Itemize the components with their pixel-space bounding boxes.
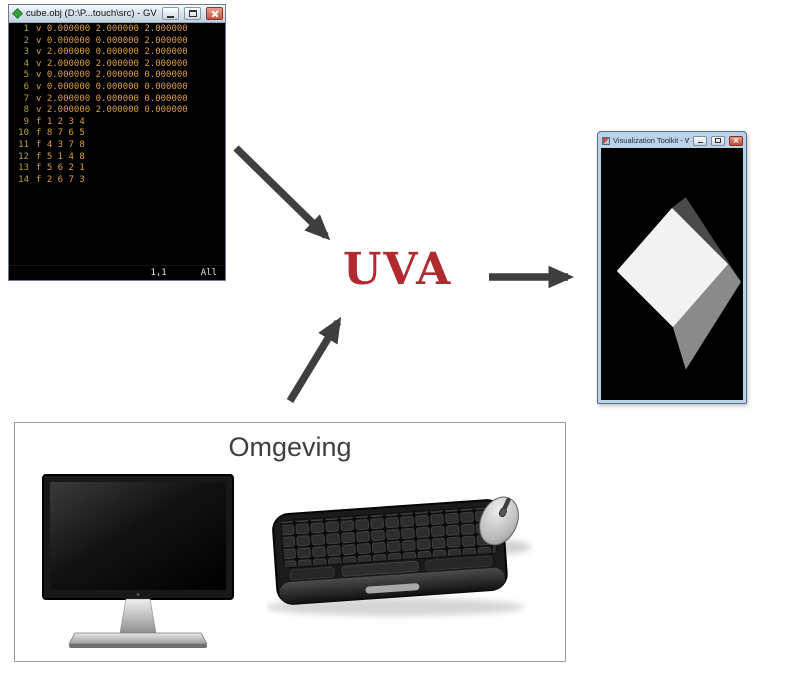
gvim-maximize-button[interactable] <box>184 7 201 20</box>
close-icon <box>211 10 219 18</box>
vim-line: 13 f 5 6 2 1 <box>9 163 225 175</box>
vim-line: 9 f 1 2 3 4 <box>9 117 225 129</box>
minimize-icon <box>697 141 703 144</box>
rendered-cube <box>616 197 742 370</box>
gvim-minimize-button[interactable] <box>162 7 179 20</box>
wrist-rest-accent <box>365 583 420 594</box>
vim-line: 6 v 0.000000 0.000000 0.000000 <box>9 82 225 94</box>
vim-line: 7 v 2.000000 0.000000 0.000000 <box>9 94 225 106</box>
scroll-indicator: All <box>200 268 217 278</box>
line-number: 14 <box>18 174 29 185</box>
maximize-icon <box>715 138 721 143</box>
gvim-window: cube.obj (D:\P...touch\src) - GVIM 1 v 0.… <box>8 4 226 281</box>
monitor-logo-dot <box>136 592 140 597</box>
vim-line: 8 v 2.000000 2.000000 0.000000 <box>9 105 225 117</box>
line-number: 13 <box>18 163 29 174</box>
line-number: 8 <box>23 105 29 116</box>
line-number: 2 <box>23 35 29 46</box>
line-number: 10 <box>18 128 29 139</box>
line-number: 6 <box>23 81 29 92</box>
line-number: 3 <box>23 47 29 58</box>
spacebar <box>341 560 419 577</box>
vim-line: 1 v 0.000000 2.000000 2.000000 <box>9 24 225 36</box>
vtk-titlebar[interactable]: Visualization Toolkit - Win32Open... <box>601 134 743 148</box>
vim-line: 11 f 4 3 7 8 <box>9 140 225 152</box>
keyboard-mouse-image <box>267 496 531 616</box>
line-text: f 4 3 7 8 <box>36 139 85 150</box>
keyboard-shadow <box>267 598 525 616</box>
gvim-window-title: cube.obj (D:\P...touch\src) - GVIM <box>26 8 157 19</box>
line-number: 7 <box>23 93 29 104</box>
vtk-icon <box>602 136 610 145</box>
line-number: 1 <box>23 24 29 34</box>
line-number: 4 <box>23 58 29 69</box>
maximize-icon <box>188 10 197 17</box>
environment-box: Omgeving <box>14 422 566 662</box>
line-text: v 2.000000 2.000000 2.000000 <box>36 58 188 69</box>
vim-line: 2 v 0.000000 0.000000 2.000000 <box>9 36 225 48</box>
line-text: f 1 2 3 4 <box>36 116 85 127</box>
line-text: f 5 1 4 8 <box>36 151 85 162</box>
line-text: f 5 6 2 1 <box>36 163 85 174</box>
minimize-icon <box>167 15 174 18</box>
vim-line: 4 v 2.000000 2.000000 2.000000 <box>9 59 225 71</box>
vim-line: 10 f 8 7 6 5 <box>9 128 225 140</box>
keyboard <box>272 499 508 605</box>
line-text: v 2.000000 0.000000 2.000000 <box>36 47 188 58</box>
vtk-window-title: Visualization Toolkit - Win32Open... <box>613 136 689 145</box>
uva-label: UVA <box>343 244 453 295</box>
vim-line: 14 f 2 6 7 3 <box>9 175 225 187</box>
vtk-minimize-button[interactable] <box>693 135 707 146</box>
gvim-buffer[interactable]: 1 v 0.000000 2.000000 2.000000 2 v 0.000000… <box>9 23 225 265</box>
line-number: 9 <box>23 116 29 127</box>
vim-icon <box>12 8 23 19</box>
line-text: v 2.000000 0.000000 0.000000 <box>36 93 188 104</box>
arrow-objfile-to-uva <box>233 145 331 241</box>
line-text: f 8 7 6 5 <box>36 128 85 139</box>
monitor-stand-base <box>68 632 208 645</box>
monitor-screen <box>50 482 226 590</box>
line-number: 11 <box>18 139 29 150</box>
line-text: f 2 6 7 3 <box>36 174 85 185</box>
line-number: 5 <box>23 70 29 81</box>
vtk-close-button[interactable] <box>729 135 743 146</box>
arrow-environment-to-uva <box>286 316 342 403</box>
vtk-window: Visualization Toolkit - Win32Open... <box>597 131 747 404</box>
cube-top-face <box>672 197 742 282</box>
vim-line: 12 f 5 1 4 8 <box>9 152 225 164</box>
close-icon <box>733 138 739 144</box>
line-text: v 2.000000 2.000000 0.000000 <box>36 105 188 116</box>
line-text: v 0.000000 0.000000 2.000000 <box>36 35 188 46</box>
vtk-viewport[interactable] <box>601 148 743 400</box>
monitor-stand-neck <box>119 598 157 634</box>
monitor-image <box>42 474 234 648</box>
vim-line: 5 v 0.000000 2.000000 0.000000 <box>9 70 225 82</box>
cube-front-face <box>616 207 729 328</box>
line-text: v 0.000000 0.000000 0.000000 <box>36 81 188 92</box>
cursor-position: 1,1 <box>150 268 167 278</box>
vim-line: 3 v 2.000000 0.000000 2.000000 <box>9 47 225 59</box>
gvim-close-button[interactable] <box>206 7 223 20</box>
cube-side-face <box>672 264 742 370</box>
mouse-scroll-wheel <box>498 507 507 518</box>
monitor-base-edge <box>69 644 207 648</box>
gvim-titlebar[interactable]: cube.obj (D:\P...touch\src) - GVIM <box>9 5 225 23</box>
line-number: 12 <box>18 151 29 162</box>
gvim-statusline: 1,1 All <box>9 265 225 280</box>
mouse <box>479 496 519 546</box>
line-text: v 0.000000 2.000000 0.000000 <box>36 70 188 81</box>
environment-title: Omgeving <box>228 432 352 462</box>
vtk-maximize-button[interactable] <box>711 135 725 146</box>
line-text: v 0.000000 2.000000 2.000000 <box>36 24 188 34</box>
